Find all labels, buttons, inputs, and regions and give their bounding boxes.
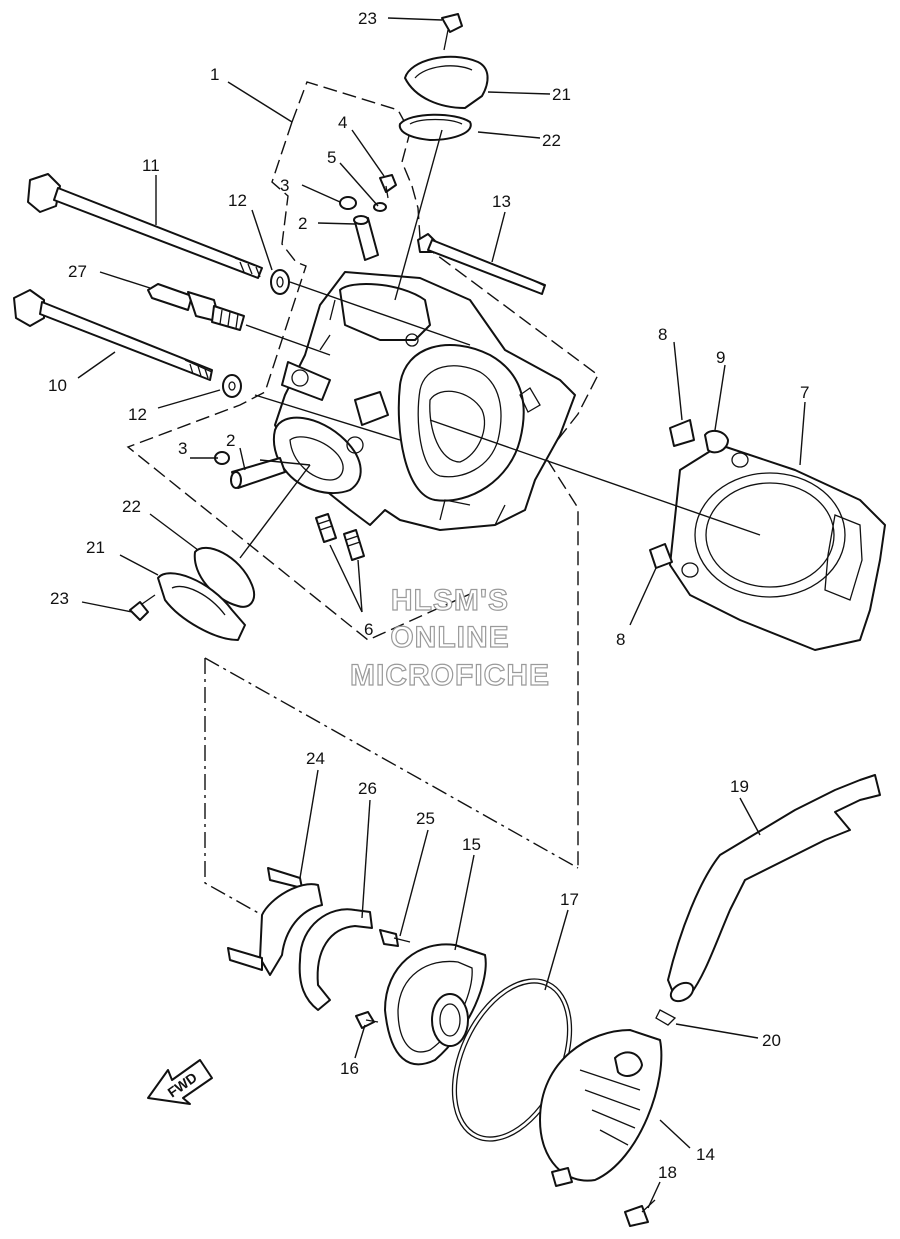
callout-16: 16 — [340, 1059, 359, 1078]
cylinder-head — [272, 271, 576, 531]
cover-14-group — [539, 774, 881, 1227]
small-parts-top — [214, 174, 397, 489]
callout-21-bottom: 21 — [86, 538, 105, 557]
callout-3-bottom: 3 — [178, 439, 187, 458]
callout-8-bottom: 8 — [616, 630, 625, 649]
callout-2-bottom: 2 — [226, 431, 235, 450]
cam-cover-parts — [227, 867, 573, 1142]
cylinder-head-assembly-outline-left — [126, 121, 471, 641]
top-cover-group — [398, 13, 489, 141]
cam-cover-group-line — [204, 657, 579, 869]
callout-21-top: 21 — [552, 85, 571, 104]
callout-15: 15 — [462, 835, 481, 854]
callout-3-top: 3 — [280, 176, 289, 195]
callout-12-bottom: 12 — [128, 405, 147, 424]
part-27-spark-plug — [147, 283, 245, 331]
callout-13: 13 — [492, 192, 511, 211]
watermark: HLSM'S ONLINE MICROFICHE — [349, 583, 550, 692]
callout-17: 17 — [560, 890, 579, 909]
side-cover-group — [129, 546, 256, 641]
cylinder-gasket-group — [649, 419, 886, 651]
callout-9: 9 — [716, 348, 725, 367]
part-13-bolt — [417, 233, 546, 295]
callout-24: 24 — [306, 749, 325, 768]
callout-27: 27 — [68, 262, 87, 281]
callout-8-top: 8 — [658, 325, 667, 344]
callout-11: 11 — [142, 156, 160, 175]
callout-22-top: 22 — [542, 131, 561, 150]
part-12-washers — [222, 269, 290, 398]
fwd-arrow: FWD — [147, 1059, 213, 1105]
leader-lines — [239, 129, 761, 559]
callout-labels: 23 21 22 1 4 5 3 2 11 12 27 13 10 12 8 9… — [48, 9, 809, 1182]
callout-23-bottom: 23 — [50, 589, 69, 608]
part-10-bolt — [13, 289, 213, 381]
callout-leaders — [77, 17, 806, 1209]
cam-cover-group-line-2 — [204, 658, 263, 916]
part-6-studs — [315, 513, 365, 561]
callout-25: 25 — [416, 809, 435, 828]
callout-10: 10 — [48, 376, 67, 395]
callout-26: 26 — [358, 779, 377, 798]
part-11-bolt — [27, 173, 263, 279]
callout-7: 7 — [800, 383, 809, 402]
callout-20: 20 — [762, 1031, 781, 1050]
callout-23-top: 23 — [358, 9, 377, 28]
callout-4: 4 — [338, 113, 347, 132]
callout-19: 19 — [730, 777, 749, 796]
watermark-line-3: MICROFICHE — [350, 659, 550, 692]
watermark-line-2: ONLINE — [390, 621, 509, 654]
callout-14: 14 — [696, 1145, 715, 1164]
callout-1: 1 — [210, 65, 219, 84]
callout-5: 5 — [327, 148, 336, 167]
callout-18: 18 — [658, 1163, 677, 1182]
callout-22-bottom: 22 — [122, 497, 141, 516]
watermark-line-1: HLSM'S — [391, 584, 509, 617]
callout-12-top: 12 — [228, 191, 247, 210]
callout-2-top: 2 — [298, 214, 307, 233]
callout-6: 6 — [364, 620, 373, 639]
